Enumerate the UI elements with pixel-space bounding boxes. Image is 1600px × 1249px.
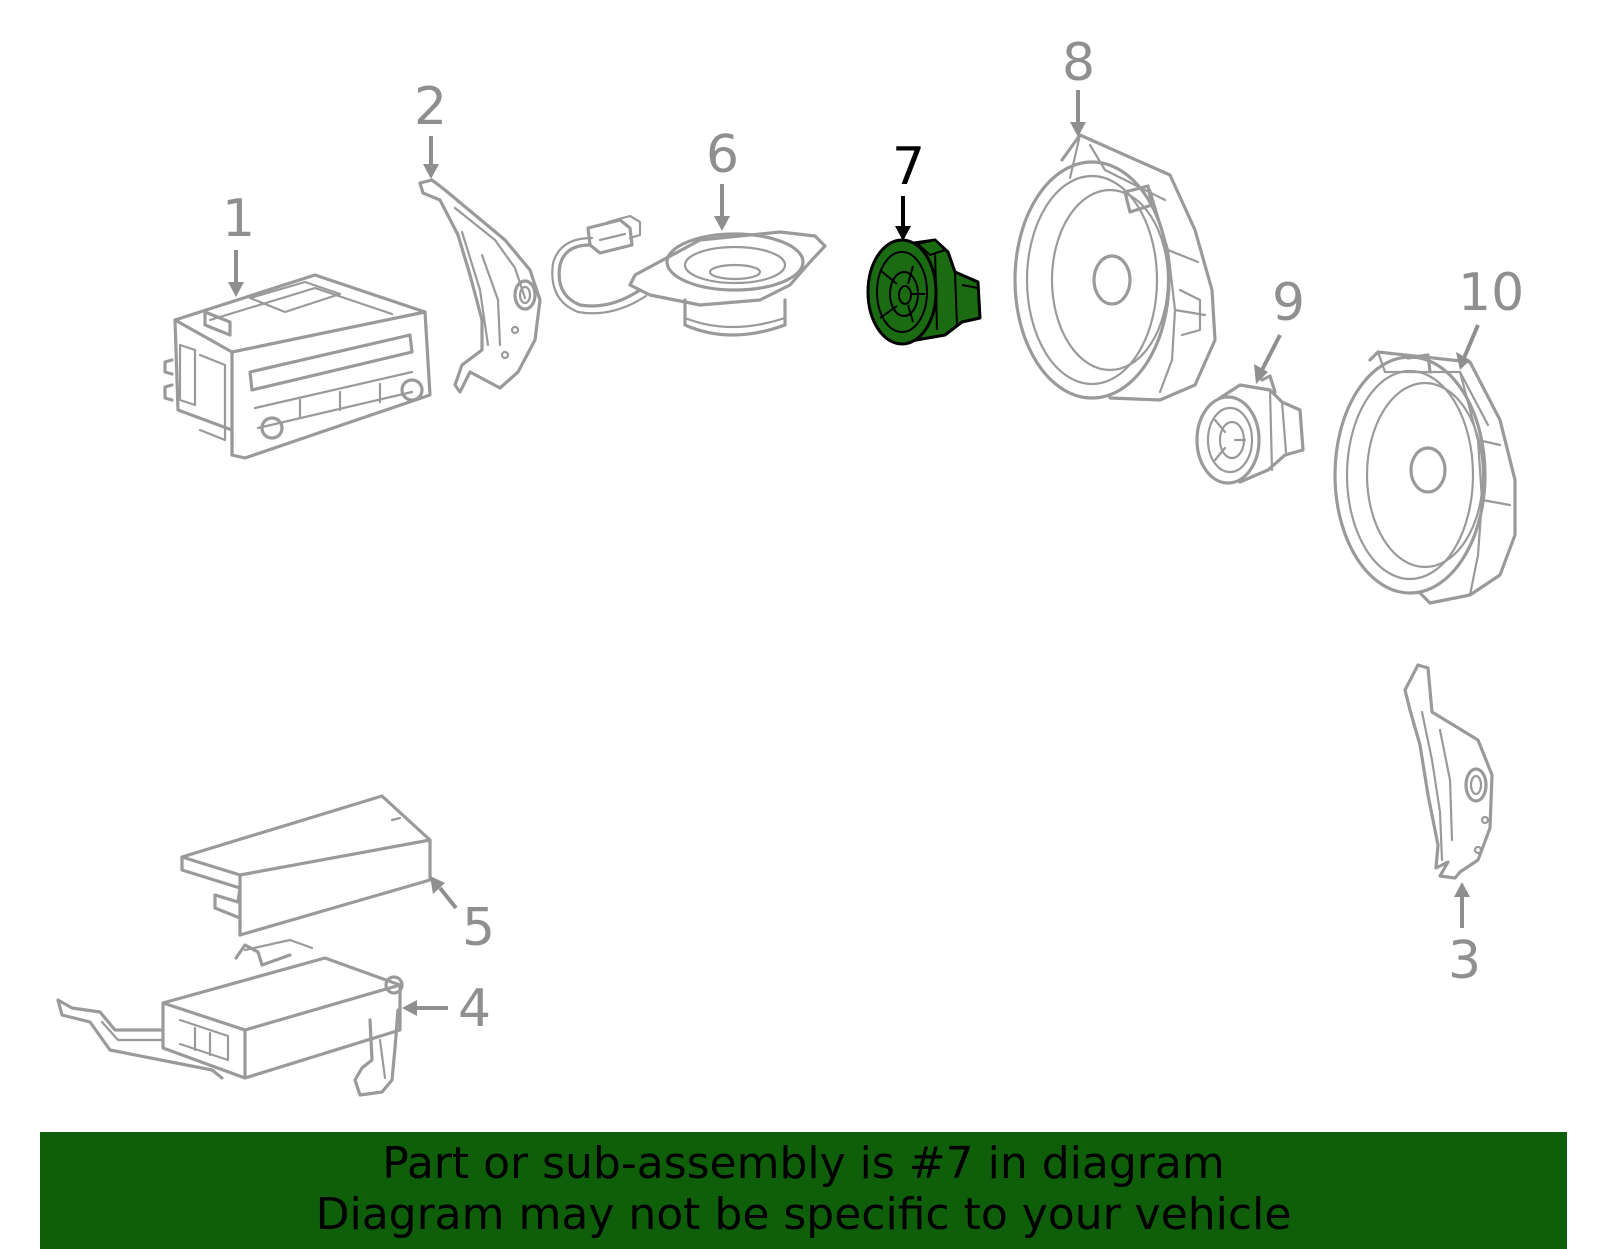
- part-1-head-unit[interactable]: [163, 273, 432, 460]
- svg-text:6: 6: [706, 125, 739, 185]
- callout-7: 7: [892, 137, 925, 241]
- svg-text:9: 9: [1272, 273, 1305, 333]
- callout-10: 10: [1456, 263, 1524, 370]
- svg-text:4: 4: [458, 979, 491, 1039]
- info-banner: Part or sub-assembly is #7 in diagram Di…: [40, 1132, 1567, 1249]
- banner-line-1: Part or sub-assembly is #7 in diagram: [382, 1138, 1225, 1189]
- parts-diagram: 1 2 6: [56, 33, 1524, 1097]
- part-4-amplifier[interactable]: [56, 938, 404, 1097]
- callout-5: 5: [430, 876, 495, 958]
- svg-text:7: 7: [892, 137, 925, 197]
- callout-1: 1: [222, 189, 255, 297]
- part-8-door-speaker[interactable]: [1013, 133, 1217, 402]
- callout-8: 8: [1062, 33, 1095, 137]
- part-9-tweeter[interactable]: [1195, 374, 1305, 485]
- svg-text:8: 8: [1062, 33, 1095, 93]
- svg-text:1: 1: [222, 189, 255, 249]
- svg-text:2: 2: [414, 77, 447, 137]
- svg-text:3: 3: [1448, 931, 1481, 991]
- part-10-door-speaker[interactable]: [1333, 350, 1517, 605]
- callout-2: 2: [414, 77, 447, 179]
- part-7-tweeter-highlighted[interactable]: [866, 238, 982, 346]
- part-2-bracket[interactable]: [418, 178, 542, 394]
- banner-line-2: Diagram may not be specific to your vehi…: [315, 1189, 1292, 1240]
- callout-6: 6: [706, 125, 739, 231]
- svg-text:10: 10: [1458, 263, 1524, 323]
- callout-9: 9: [1254, 273, 1305, 384]
- part-5-cover[interactable]: [180, 794, 432, 937]
- part-3-bracket[interactable]: [1403, 663, 1494, 880]
- svg-text:5: 5: [462, 898, 495, 958]
- callout-4: 4: [402, 979, 491, 1039]
- callout-3: 3: [1448, 882, 1481, 991]
- part-6-speaker[interactable]: [551, 214, 827, 337]
